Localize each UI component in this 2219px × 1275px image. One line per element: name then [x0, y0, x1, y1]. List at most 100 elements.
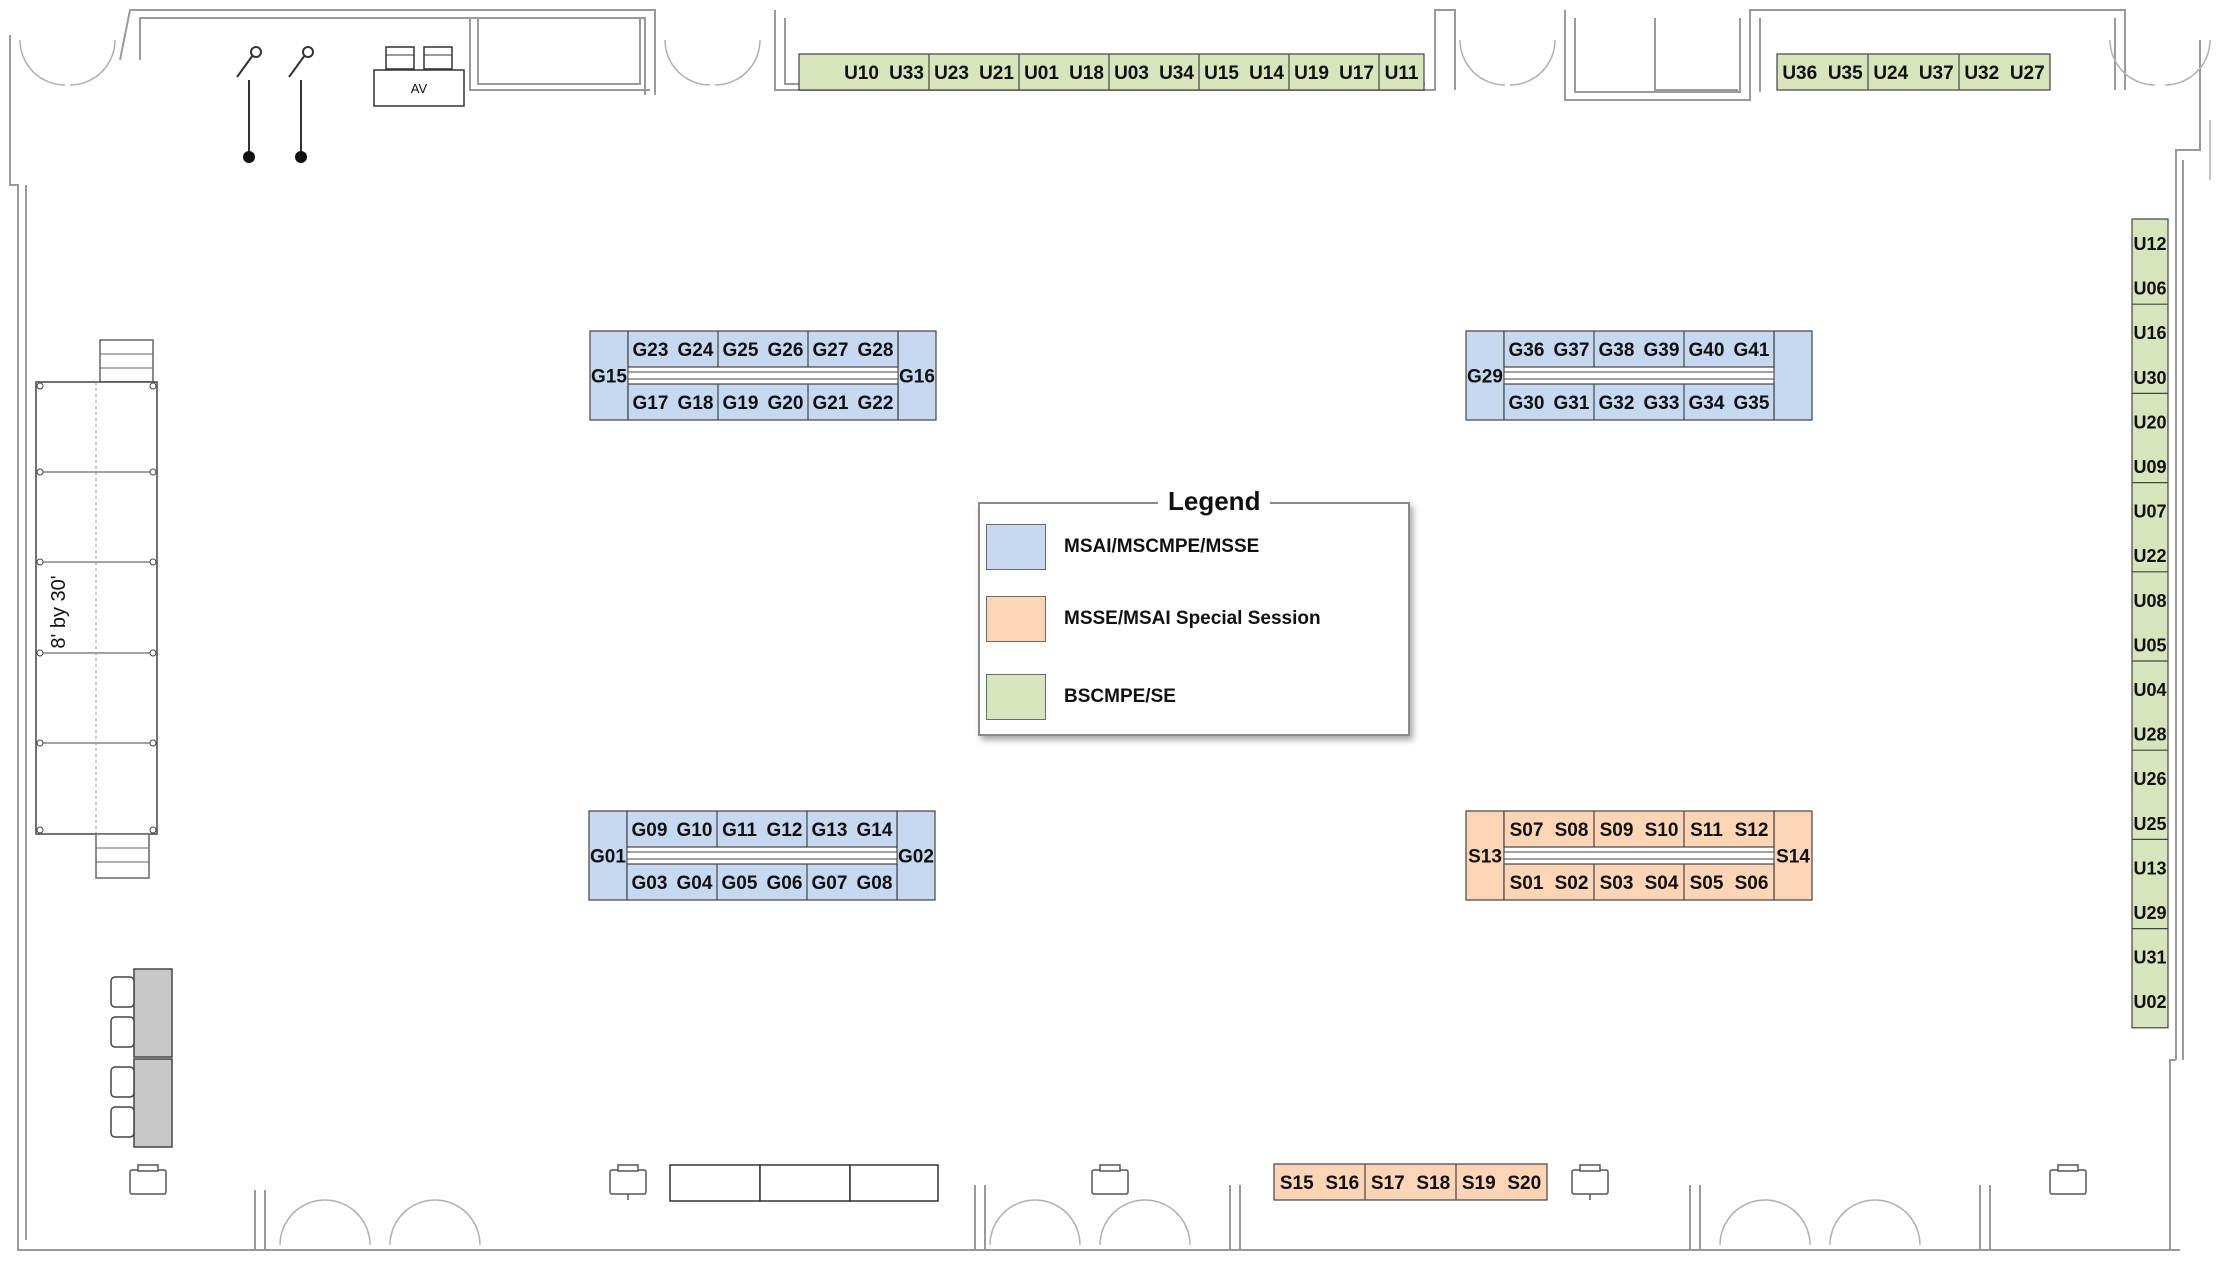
booth-G22: G22 [858, 393, 894, 414]
booth-U04: U04 [2133, 680, 2166, 700]
booth-G12: G12 [767, 820, 803, 841]
booth-G18: G18 [678, 393, 714, 414]
island-spine [627, 371, 899, 380]
booth-G30: G30 [1509, 393, 1545, 414]
booth-U12: U12 [2133, 234, 2166, 254]
booth-G07: G07 [812, 873, 848, 894]
booth-S19: S19 [1462, 1173, 1496, 1194]
booth-G23: G23 [633, 340, 669, 361]
stage: 8' by 30' [35, 339, 158, 879]
booth-U31: U31 [2133, 948, 2166, 968]
booth-U17: U17 [1339, 63, 1374, 84]
booth-G32: G32 [1599, 393, 1635, 414]
booth-S09: S09 [1600, 820, 1634, 841]
booth-U14: U14 [1249, 63, 1284, 84]
room-walls [9, 9, 2201, 1251]
booth-S06: S06 [1735, 873, 1769, 894]
booth-S05: S05 [1690, 873, 1724, 894]
booth-row-top [1503, 810, 1775, 848]
booth-strip [798, 53, 1425, 91]
booth-G27: G27 [813, 340, 849, 361]
booth-S08: S08 [1555, 820, 1589, 841]
booth-G19: G19 [723, 393, 759, 414]
booth-G29: G29 [1467, 367, 1503, 388]
booth-U02: U02 [2133, 992, 2166, 1012]
legend-label-special: MSSE/MSAI Special Session [1064, 608, 1321, 629]
booth-row-bottom [626, 863, 898, 901]
booth-G20: G20 [768, 393, 804, 414]
booth-column [2131, 218, 2169, 1029]
booth-U15: U15 [1204, 63, 1239, 84]
island-spine [626, 851, 898, 860]
booth-row-bottom [627, 383, 899, 421]
booth-S11: S11 [1690, 820, 1723, 841]
booth-row-top [1503, 330, 1775, 368]
booth-U33: U33 [889, 63, 924, 84]
booth-G26: G26 [768, 340, 804, 361]
booth-S12: S12 [1735, 820, 1769, 841]
booth-U05: U05 [2133, 635, 2166, 655]
av-label: AV [411, 81, 428, 96]
booth-G35: G35 [1734, 393, 1770, 414]
booth-S17: S17 [1371, 1173, 1405, 1194]
booth-U23: U23 [934, 63, 969, 84]
island-spine [1503, 851, 1775, 860]
booth-S03: S03 [1600, 873, 1634, 894]
booth-U28: U28 [2133, 725, 2166, 745]
booth-U37: U37 [1919, 63, 1954, 84]
booth-U07: U07 [2133, 502, 2166, 522]
legend-swatch-graduate [986, 524, 1046, 570]
booth-U35: U35 [1828, 63, 1863, 84]
booth-U06: U06 [2133, 279, 2166, 299]
booth-U27: U27 [2010, 63, 2045, 84]
booth-G16: G16 [899, 367, 935, 388]
booth-end-right [896, 810, 936, 901]
booth-U01: U01 [1024, 63, 1059, 84]
booth-U09: U09 [2133, 457, 2166, 477]
booth-G21: G21 [813, 393, 849, 414]
booth-G01: G01 [590, 847, 626, 868]
booth-G08: G08 [857, 873, 893, 894]
booth-end-left [588, 810, 628, 901]
av-table: AV [373, 46, 465, 107]
booth-U11: U11 [1385, 63, 1419, 84]
booth-G13: G13 [812, 820, 848, 841]
booth-G02: G02 [898, 847, 934, 868]
booth-end-right [897, 330, 937, 421]
booth-S18: S18 [1416, 1173, 1450, 1194]
legend-title: Legend [1158, 486, 1271, 517]
booth-G33: G33 [1644, 393, 1680, 414]
legend-swatch-undergrad [986, 674, 1046, 720]
booth-row-top [627, 330, 899, 368]
legend-item-special: MSSE/MSAI Special Session [986, 596, 1386, 644]
legend-swatch-special [986, 596, 1046, 642]
booth-U08: U08 [2133, 591, 2166, 611]
booth-S04: S04 [1645, 873, 1679, 894]
booth-U22: U22 [2133, 546, 2166, 566]
booth-G04: G04 [677, 873, 713, 894]
booth-S16: S16 [1325, 1173, 1359, 1194]
booth-G03: G03 [632, 873, 668, 894]
booth-U10: U10 [844, 63, 879, 84]
booth-S15: S15 [1280, 1173, 1314, 1194]
empty-tables [669, 1164, 939, 1202]
booth-S07: S07 [1510, 820, 1544, 841]
booth-G15: G15 [591, 367, 627, 388]
booth-G24: G24 [678, 340, 714, 361]
booth-U21: U21 [979, 63, 1014, 84]
booth-S14: S14 [1776, 847, 1810, 868]
booth-U19: U19 [1294, 63, 1329, 84]
booth-G28: G28 [858, 340, 894, 361]
booth-U18: U18 [1069, 63, 1104, 84]
booth-G31: G31 [1554, 393, 1590, 414]
booth-G39: G39 [1644, 340, 1680, 361]
booth-U32: U32 [1964, 63, 1999, 84]
legend-label-undergrad: BSCMPE/SE [1064, 686, 1176, 707]
booth-S20: S20 [1507, 1173, 1541, 1194]
microphone-stand-icon [288, 46, 314, 163]
booth-U26: U26 [2133, 769, 2166, 789]
booth-G37: G37 [1554, 340, 1590, 361]
stage-label: 8' by 30' [48, 575, 70, 648]
booth-U34: U34 [1159, 63, 1194, 84]
